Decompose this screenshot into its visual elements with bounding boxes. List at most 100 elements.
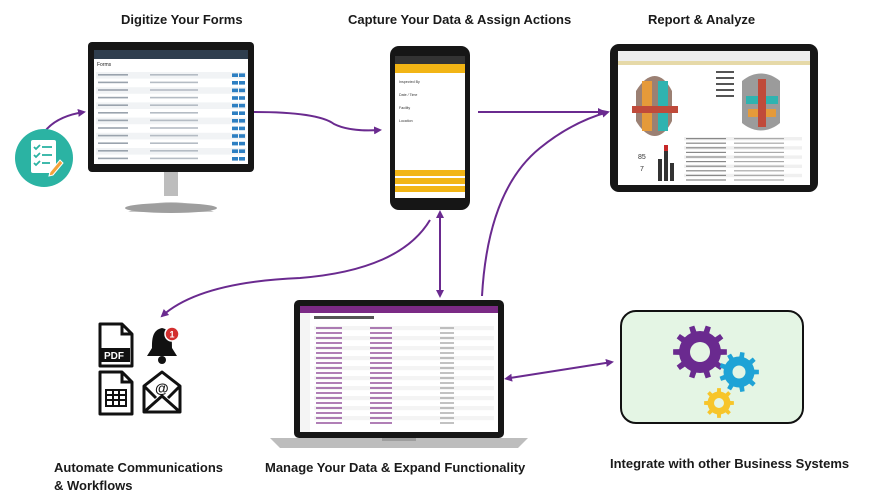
laptop-row-link bbox=[316, 412, 342, 414]
arrow-phone-to-automate bbox=[160, 219, 431, 318]
laptop-table-rows bbox=[314, 316, 494, 426]
laptop-table-row bbox=[314, 371, 494, 376]
laptop-row-link bbox=[316, 377, 342, 379]
monitor-row-text bbox=[98, 112, 128, 114]
report-table-row-text bbox=[686, 142, 726, 144]
laptop-row-link bbox=[316, 402, 342, 404]
monitor-forms-screen: Forms bbox=[88, 42, 254, 213]
laptop-table-row bbox=[314, 411, 494, 416]
report-table-row-text bbox=[686, 151, 726, 153]
phone-field-datetime: Date / Time bbox=[399, 93, 418, 97]
kpi-value-2: 7 bbox=[640, 166, 644, 173]
tablet-device: 85 7 bbox=[610, 44, 818, 192]
pdf-label: PDF bbox=[104, 351, 124, 362]
laptop-row-text bbox=[440, 392, 454, 394]
laptop-row-link bbox=[370, 422, 392, 424]
notification-badge-count: 1 bbox=[170, 330, 175, 340]
monitor-row-text bbox=[150, 119, 198, 122]
monitor-row-action-button bbox=[239, 96, 245, 100]
monitor-row-action-button bbox=[232, 149, 238, 153]
report-data-table bbox=[684, 137, 802, 182]
monitor-row-text bbox=[150, 112, 198, 114]
gear-purple-hole bbox=[690, 342, 710, 362]
phone-action-button-3[interactable] bbox=[395, 186, 465, 192]
laptop-row-link bbox=[316, 342, 342, 344]
email-at-symbol: @ bbox=[155, 380, 169, 396]
laptop-table-row bbox=[314, 396, 494, 401]
laptop-row-text bbox=[440, 372, 454, 374]
laptop-row-text bbox=[440, 417, 454, 419]
phone-device: Inspected By Date / Time Facility Locati… bbox=[390, 46, 470, 210]
gears-icon bbox=[673, 325, 759, 418]
monitor-row-action-button bbox=[239, 73, 245, 77]
laptop-row-link bbox=[370, 327, 392, 329]
monitor-row-text bbox=[98, 74, 128, 76]
monitor-row-text bbox=[98, 127, 128, 129]
report-table-row-text bbox=[686, 138, 726, 140]
label-integrate: Integrate with other Business Systems bbox=[610, 456, 850, 471]
laptop-row-text bbox=[440, 397, 454, 399]
arrow-monitor-to-phone bbox=[253, 111, 382, 135]
monitor-row-text bbox=[150, 157, 198, 160]
monitor-row-text bbox=[150, 74, 198, 76]
laptop-row-text bbox=[440, 377, 454, 379]
arrow-laptop-integrate-bidirectional bbox=[504, 358, 614, 382]
monitor-row-action-button bbox=[232, 73, 238, 77]
laptop-row-link bbox=[370, 362, 392, 364]
laptop-row-text bbox=[440, 362, 454, 364]
label-manage-data: Manage Your Data & Expand Functionality bbox=[265, 460, 526, 475]
laptop-row-link bbox=[316, 422, 342, 424]
monitor-screen-title: Forms bbox=[97, 62, 112, 68]
phone-screen: Inspected By Date / Time Facility Locati… bbox=[395, 56, 465, 198]
arrow-forms-to-monitor bbox=[45, 108, 86, 131]
laptop-row-text bbox=[440, 337, 454, 339]
laptop-table-row bbox=[314, 381, 494, 386]
monitor-row-action-button bbox=[232, 96, 238, 100]
monitor-row-action-button bbox=[239, 126, 245, 131]
monitor-row-text bbox=[98, 96, 128, 99]
bell-notification-icon: 1 bbox=[147, 326, 180, 364]
laptop-row-text bbox=[440, 407, 454, 409]
laptop-manage-data bbox=[270, 300, 528, 448]
report-dashboard: 85 7 bbox=[618, 51, 810, 185]
monitor-row-action-button bbox=[239, 149, 245, 153]
laptop-table-row bbox=[314, 421, 494, 426]
phone-action-button-1[interactable] bbox=[395, 170, 465, 176]
monitor-row-text bbox=[98, 150, 128, 152]
laptop-row-link bbox=[370, 397, 392, 399]
laptop-table-row bbox=[314, 386, 494, 391]
laptop-page-heading bbox=[314, 316, 374, 319]
email-envelope-icon: @ bbox=[142, 370, 182, 414]
laptop-row-link bbox=[316, 392, 342, 394]
laptop-row-link bbox=[316, 407, 342, 409]
laptop-table-row bbox=[314, 416, 494, 421]
laptop-row-link bbox=[316, 332, 342, 334]
laptop-table-row bbox=[314, 366, 494, 371]
laptop-row-text bbox=[440, 412, 454, 414]
laptop-table-row bbox=[314, 391, 494, 396]
report-table-row-text bbox=[734, 165, 784, 167]
monitor-row-text bbox=[98, 119, 128, 122]
laptop-row-link bbox=[370, 372, 392, 374]
integration-panel bbox=[620, 310, 804, 424]
monitor-row-text bbox=[150, 89, 198, 91]
label-capture-data: Capture Your Data & Assign Actions bbox=[348, 12, 572, 27]
monitor-row-action-button bbox=[232, 157, 238, 161]
monitor-table-rows bbox=[96, 72, 246, 163]
report-table-row-text bbox=[686, 161, 726, 163]
label-report-analyze: Report & Analyze bbox=[648, 12, 756, 27]
spreadsheet-document-icon bbox=[98, 370, 134, 416]
report-table-row-text bbox=[734, 170, 784, 172]
monitor-row-text bbox=[150, 127, 198, 129]
laptop-row-text bbox=[440, 332, 454, 334]
phone-action-button-2[interactable] bbox=[395, 178, 465, 184]
monitor-row-action-button bbox=[239, 157, 245, 161]
laptop-row-link bbox=[370, 392, 392, 394]
laptop-row-link bbox=[370, 352, 392, 354]
pdf-document-icon: PDF bbox=[98, 322, 134, 368]
monitor-row-action-button bbox=[232, 126, 238, 131]
laptop-row-text bbox=[440, 357, 454, 359]
monitor-row-text bbox=[98, 81, 128, 84]
laptop-row-link bbox=[370, 407, 392, 409]
